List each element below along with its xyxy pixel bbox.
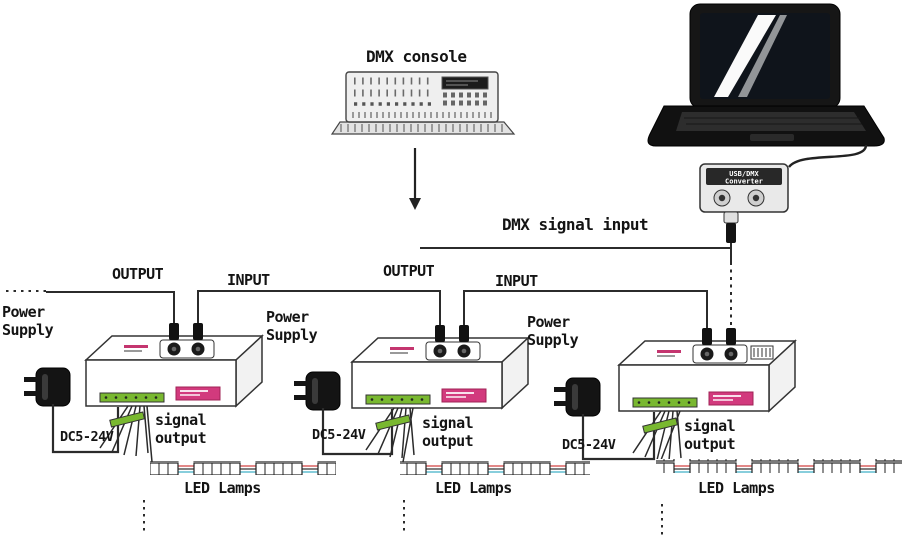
dc-rating-label-1: DC5-24V <box>60 429 114 445</box>
input-label-2: INPUT <box>495 272 538 290</box>
led-lamps-label-1: LED Lamps <box>184 479 261 497</box>
power-cable-1 <box>51 404 120 454</box>
output-label-1: OUTPUT <box>112 265 164 283</box>
wire-unit1-input-unit2-output <box>197 290 441 325</box>
power-supply-label-2: Power Supply <box>266 308 318 344</box>
signal-bus-wires <box>6 243 732 328</box>
output-label-2: OUTPUT <box>383 262 435 280</box>
led-lamps-label-2: LED Lamps <box>435 479 512 497</box>
power-cable-2 <box>321 408 394 456</box>
dmx-signal-input-label: DMX signal input <box>502 215 649 234</box>
input-label-1: INPUT <box>227 271 270 289</box>
wire-connector-green-3 <box>642 417 679 434</box>
signal-output-label-2: signal output <box>422 414 474 450</box>
dmx-decoder-unit-1 <box>85 322 263 407</box>
console-label: DMX console <box>366 47 467 66</box>
dip-switch-icon <box>750 345 774 360</box>
power-adapter-3 <box>554 377 601 417</box>
power-adapter-1 <box>24 367 71 407</box>
dmx-console-illustration <box>330 71 516 135</box>
power-supply-label-3: Power Supply <box>527 313 579 349</box>
dc-rating-label-3: DC5-24V <box>562 437 616 453</box>
wire-connector-green-1 <box>109 411 146 428</box>
led-strip-1 <box>150 461 336 475</box>
wire-unit1-output <box>46 291 175 323</box>
converter-label-line1: USB/DMX <box>729 170 759 178</box>
converter-label-line2: Converter <box>725 178 763 186</box>
dmx-decoder-unit-3 <box>618 327 796 412</box>
power-adapter-2 <box>294 371 341 411</box>
dmx-decoder-unit-2 <box>351 324 529 409</box>
power-supply-label-1: Power Supply <box>2 303 54 339</box>
laptop-illustration <box>647 3 885 147</box>
dmx-plug-icon <box>723 211 739 243</box>
laptop-cable <box>788 144 868 168</box>
signal-output-label-1: signal output <box>155 411 207 447</box>
down-arrow-icon <box>409 148 421 210</box>
led-strip-2 <box>400 461 590 475</box>
wire-unit2-input-unit3-output <box>463 290 708 328</box>
led-strip-3 <box>656 459 902 473</box>
dc-rating-label-2: DC5-24V <box>312 427 366 443</box>
wire-connector-green-2 <box>375 414 412 431</box>
signal-output-label-3: signal output <box>684 417 736 453</box>
usb-dmx-converter-illustration: USB/DMX Converter <box>699 163 789 243</box>
cable-continuations <box>143 500 663 538</box>
led-lamps-label-3: LED Lamps <box>698 479 775 497</box>
